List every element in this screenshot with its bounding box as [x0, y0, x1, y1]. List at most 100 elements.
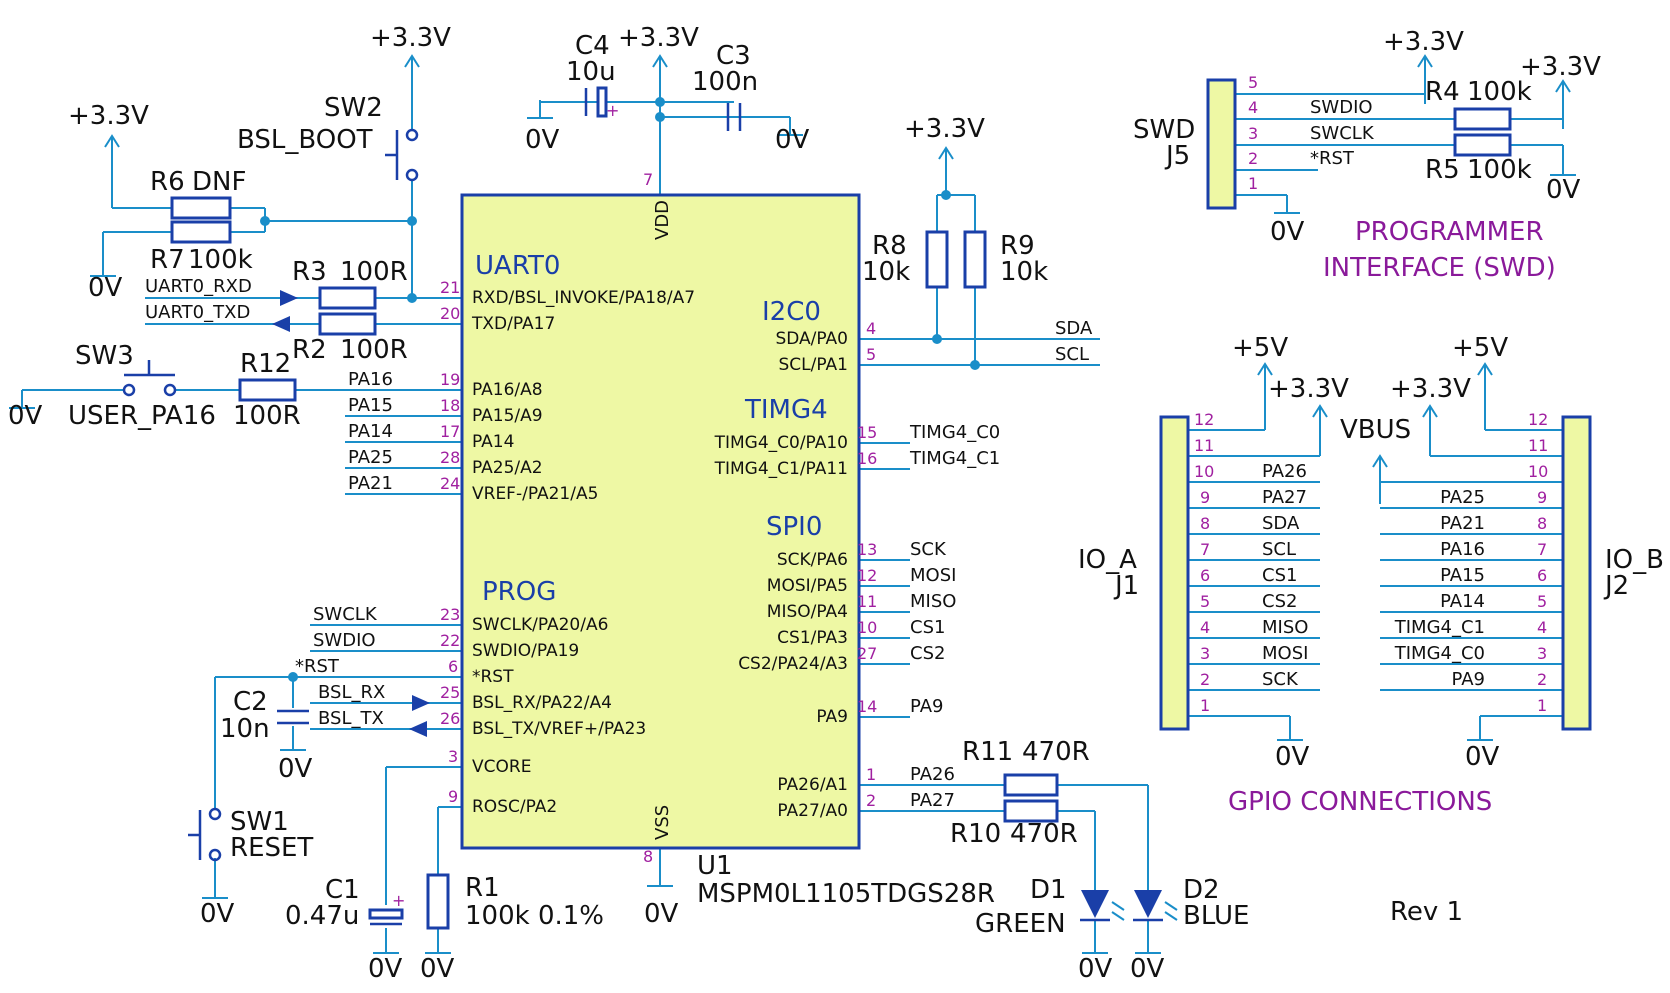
svg-text:GREEN: GREEN: [975, 909, 1066, 939]
svg-text:0V: 0V: [278, 754, 313, 784]
svg-text:TIMG4_C0/PA10: TIMG4_C0/PA10: [714, 433, 848, 453]
svg-text:0V: 0V: [775, 125, 810, 155]
svg-text:UART0: UART0: [475, 251, 560, 281]
svg-text:I2C0: I2C0: [762, 297, 821, 327]
u1-labels: UART0 I2C0 TIMG4 SPI0 PROG VDD 7 VSS 8 U…: [475, 170, 995, 909]
svg-text:4: 4: [1200, 618, 1210, 637]
svg-text:SCK/PA6: SCK/PA6: [777, 550, 848, 570]
svg-text:100R: 100R: [340, 257, 408, 287]
svg-text:PA21: PA21: [1440, 513, 1485, 534]
svg-text:INTERFACE (SWD): INTERFACE (SWD): [1323, 253, 1556, 283]
svg-text:5: 5: [866, 345, 876, 364]
svg-text:PA9: PA9: [816, 707, 848, 727]
svg-text:R1: R1: [465, 873, 500, 903]
component-labels: C4 10u C3 100n SW2 BSL_BOOT R6 DNF R7 10…: [68, 31, 1532, 939]
svg-text:PA27/A0: PA27/A0: [777, 801, 848, 821]
svg-text:0V: 0V: [368, 954, 403, 984]
svg-text:+3.3V: +3.3V: [1520, 52, 1601, 82]
svg-text:1: 1: [1200, 696, 1210, 715]
svg-text:PA25/A2: PA25/A2: [472, 458, 543, 478]
svg-text:SWD: SWD: [1133, 115, 1195, 145]
svg-text:D1: D1: [1030, 875, 1067, 905]
svg-text:27: 27: [857, 644, 877, 663]
svg-text:0V: 0V: [8, 401, 43, 431]
svg-text:+3.3V: +3.3V: [1390, 374, 1471, 404]
svg-text:MOSI/PA5: MOSI/PA5: [767, 576, 848, 596]
svg-text:D2: D2: [1183, 875, 1220, 905]
svg-text:C1: C1: [325, 875, 360, 905]
svg-text:20: 20: [440, 304, 460, 323]
svg-text:SCK: SCK: [1262, 669, 1299, 690]
svg-text:PA25: PA25: [1440, 487, 1485, 508]
gpio-title: GPIO CONNECTIONS: [1228, 787, 1492, 817]
svg-text:10k: 10k: [862, 257, 910, 287]
svg-text:ROSC/PA2: ROSC/PA2: [472, 797, 557, 817]
j2-labels: IO_B J2 12 11 10 9 8 7 6 5 4 3 2 1 PA25 …: [1394, 410, 1664, 715]
svg-text:BSL_BOOT: BSL_BOOT: [237, 125, 373, 155]
svg-text:+5V: +5V: [1232, 333, 1288, 363]
svg-text:0V: 0V: [525, 125, 560, 155]
svg-text:RXD/BSL_INVOKE/PA18/A7: RXD/BSL_INVOKE/PA18/A7: [472, 288, 695, 308]
led-d2: [1133, 890, 1178, 922]
switch-sw3: [122, 360, 177, 397]
svg-text:15: 15: [857, 423, 877, 442]
svg-text:MISO: MISO: [1262, 617, 1308, 638]
svg-text:R6: R6: [150, 167, 185, 197]
svg-text:+: +: [392, 891, 405, 910]
svg-text:BSL_TX: BSL_TX: [318, 708, 384, 729]
svg-text:6: 6: [448, 657, 458, 676]
resistor-r1: [426, 873, 450, 930]
svg-text:IO_B: IO_B: [1605, 545, 1664, 575]
svg-text:3: 3: [448, 747, 458, 766]
svg-text:CS1: CS1: [910, 617, 945, 638]
svg-text:+3.3V: +3.3V: [904, 114, 985, 144]
svg-text:0V: 0V: [1465, 742, 1500, 772]
resistor-r7: [170, 220, 232, 244]
svg-text:TIMG4_C0: TIMG4_C0: [909, 422, 1000, 443]
svg-text:CS1/PA3: CS1/PA3: [777, 628, 848, 648]
switch-sw2: [385, 128, 419, 182]
svg-text:PA21: PA21: [348, 473, 393, 494]
svg-text:10: 10: [1194, 462, 1214, 481]
resistor-r5: [1453, 133, 1512, 157]
svg-text:VREF-/PA21/A5: VREF-/PA21/A5: [472, 484, 598, 504]
svg-text:7: 7: [643, 170, 653, 189]
svg-text:6: 6: [1200, 566, 1210, 585]
svg-text:MISO: MISO: [910, 591, 956, 612]
svg-text:TIMG4_C0: TIMG4_C0: [1394, 643, 1485, 664]
svg-text:10: 10: [857, 618, 877, 637]
svg-text:10: 10: [1528, 462, 1548, 481]
svg-text:SCL/PA1: SCL/PA1: [779, 355, 848, 375]
svg-text:10u: 10u: [566, 57, 616, 87]
svg-text:470R: 470R: [1010, 819, 1078, 849]
svg-text:R5: R5: [1425, 155, 1460, 185]
svg-text:+3.3V: +3.3V: [618, 23, 699, 53]
svg-text:0V: 0V: [200, 899, 235, 929]
svg-text:C2: C2: [233, 687, 268, 717]
svg-text:100R: 100R: [233, 401, 301, 431]
svg-text:11: 11: [857, 592, 877, 611]
capacitor-c1: +: [368, 891, 405, 926]
svg-text:PA16: PA16: [348, 369, 393, 390]
svg-text:*RST: *RST: [472, 667, 514, 687]
svg-text:PA9: PA9: [1452, 669, 1485, 690]
led-d1: [1080, 890, 1125, 922]
svg-text:UART0_RXD: UART0_RXD: [145, 276, 252, 297]
resistor-r8: [925, 230, 949, 289]
header-j1: [1159, 415, 1190, 731]
resistor-r4: [1453, 107, 1512, 131]
svg-text:R11: R11: [962, 737, 1013, 767]
svg-text:9: 9: [448, 787, 458, 806]
svg-text:CS1: CS1: [1262, 565, 1297, 586]
svg-text:+: +: [606, 101, 619, 120]
bsl-rx-arrow: [412, 695, 430, 711]
svg-text:CS2: CS2: [910, 643, 945, 664]
svg-text:SWDIO/PA19: SWDIO/PA19: [472, 641, 579, 661]
swd-labels: SWD J5 5 4 3 2 1 SWDIO SWCLK *RST PROGRA…: [1133, 73, 1556, 283]
svg-text:11: 11: [1528, 436, 1548, 455]
svg-text:MOSI: MOSI: [910, 565, 956, 586]
svg-text:IO_A: IO_A: [1078, 545, 1137, 575]
svg-text:26: 26: [440, 709, 460, 728]
svg-text:25: 25: [440, 683, 460, 702]
